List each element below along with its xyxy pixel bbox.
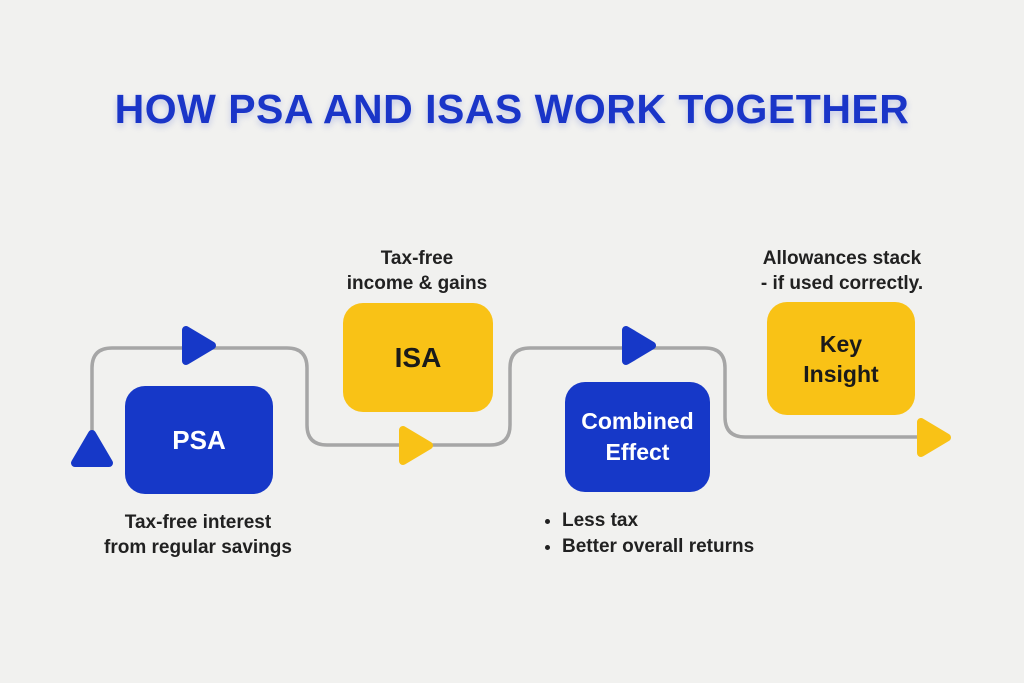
flow-node-combined-effect: Combined Effect (565, 382, 710, 492)
arrow-up-icon (71, 430, 113, 467)
flow-node-isa: ISA (343, 303, 493, 412)
flow-connector-line (90, 346, 920, 462)
note-line: - if used correctly. (760, 273, 924, 294)
flow-node-key-insight: Key Insight (767, 302, 915, 415)
node-label: PSA (172, 424, 226, 455)
arrow-right-icon (917, 418, 951, 457)
node-label-line: Combined (581, 408, 694, 434)
arrow-right-icon (399, 426, 433, 465)
node-label-line: Key (819, 330, 863, 357)
flow-node-psa: PSA (125, 386, 273, 494)
note-isa: Tax-free income & gains (297, 246, 537, 296)
node-label-line: Effect (605, 439, 670, 465)
bullet-item: Better overall returns (562, 534, 754, 559)
node-label-line: Insight (803, 360, 879, 387)
note-combined-effect-bullets: Less tax Better overall returns (542, 508, 754, 560)
note-key-insight: Allowances stack - if used correctly. (722, 246, 962, 296)
bullet-item: Less tax (562, 508, 754, 533)
node-label: ISA (394, 341, 442, 373)
arrow-right-icon (182, 326, 216, 365)
note-line: from regular savings (104, 537, 292, 558)
note-psa: Tax-free interest from regular savings (58, 510, 338, 560)
arrow-right-icon (622, 326, 656, 365)
note-line: Tax-free (380, 248, 454, 269)
note-line: Allowances stack (762, 248, 922, 269)
page-title: HOW PSA AND ISAS WORK TOGETHER (114, 86, 910, 132)
note-line: Tax-free interest (124, 512, 272, 533)
note-line: income & gains (346, 273, 488, 294)
